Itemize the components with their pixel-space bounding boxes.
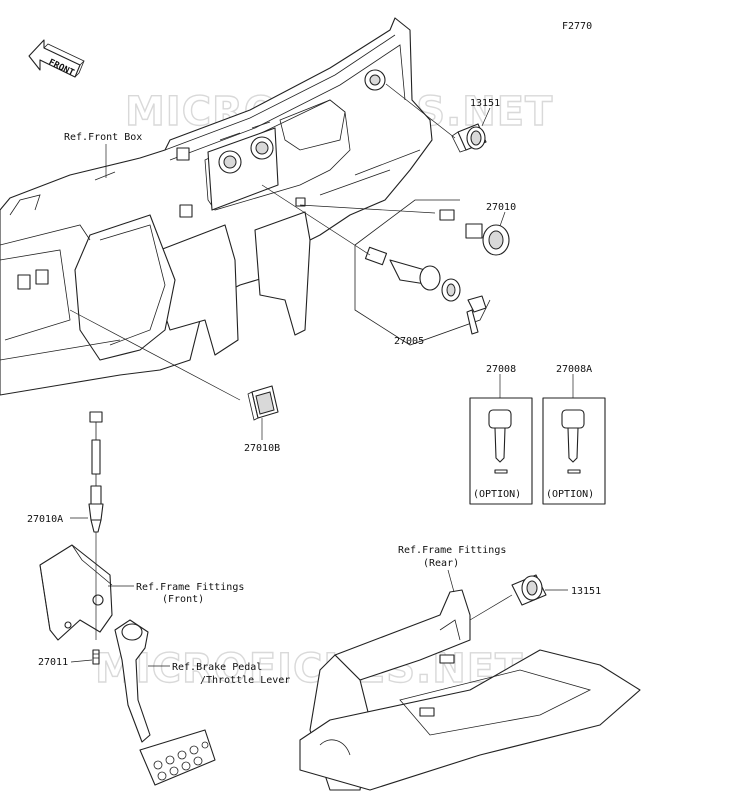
figure-code: F2770 [562, 21, 592, 32]
part-13151-rear-label: 13151 [571, 586, 601, 597]
key-27008a-box: (OPTION) [542, 397, 606, 505]
option-label-27008a: (OPTION) [546, 489, 594, 500]
watermark-bottom: MICROFICHES.NET [95, 646, 523, 692]
socket-13151-rear [511, 574, 547, 606]
part-27010a-label: 27010A [27, 514, 63, 525]
part-13151-top-label: 13151 [470, 98, 500, 109]
dashboard-assembly [0, 17, 433, 396]
option-label-27008: (OPTION) [473, 489, 521, 500]
part-27010b-label: 27010B [244, 443, 280, 454]
ref-front-box-label: Ref.Front Box [64, 132, 142, 143]
rear-frame-bracket [299, 589, 641, 791]
switch-27010a [88, 411, 104, 533]
key-27008-box: (OPTION) [469, 397, 533, 505]
part-27010-label: 27010 [486, 202, 516, 213]
spring-27011 [92, 649, 100, 665]
ref-frame-front-line2: (Front) [162, 594, 204, 605]
switch-27010 [439, 209, 510, 256]
part-27008-label: 27008 [486, 364, 516, 375]
part-27005-label: 27005 [394, 336, 424, 347]
bracket-front-frame [39, 532, 113, 641]
socket-13151-top [451, 123, 487, 153]
switch-27010b [247, 385, 279, 421]
ref-frame-rear-line1: Ref.Frame Fittings [398, 545, 506, 556]
part-27011-label: 27011 [38, 657, 68, 668]
ignition-27005 [354, 199, 491, 346]
part-27008a-label: 27008A [556, 364, 592, 375]
brake-pedal [114, 619, 216, 786]
ref-brake-line1: Ref.Brake Pedal [172, 662, 262, 673]
ref-brake-line2: /Throttle Lever [200, 675, 290, 686]
front-arrow-icon: FRONT [28, 39, 85, 79]
ref-frame-rear-line2: (Rear) [423, 558, 459, 569]
ref-frame-front-line1: Ref.Frame Fittings [136, 582, 244, 593]
